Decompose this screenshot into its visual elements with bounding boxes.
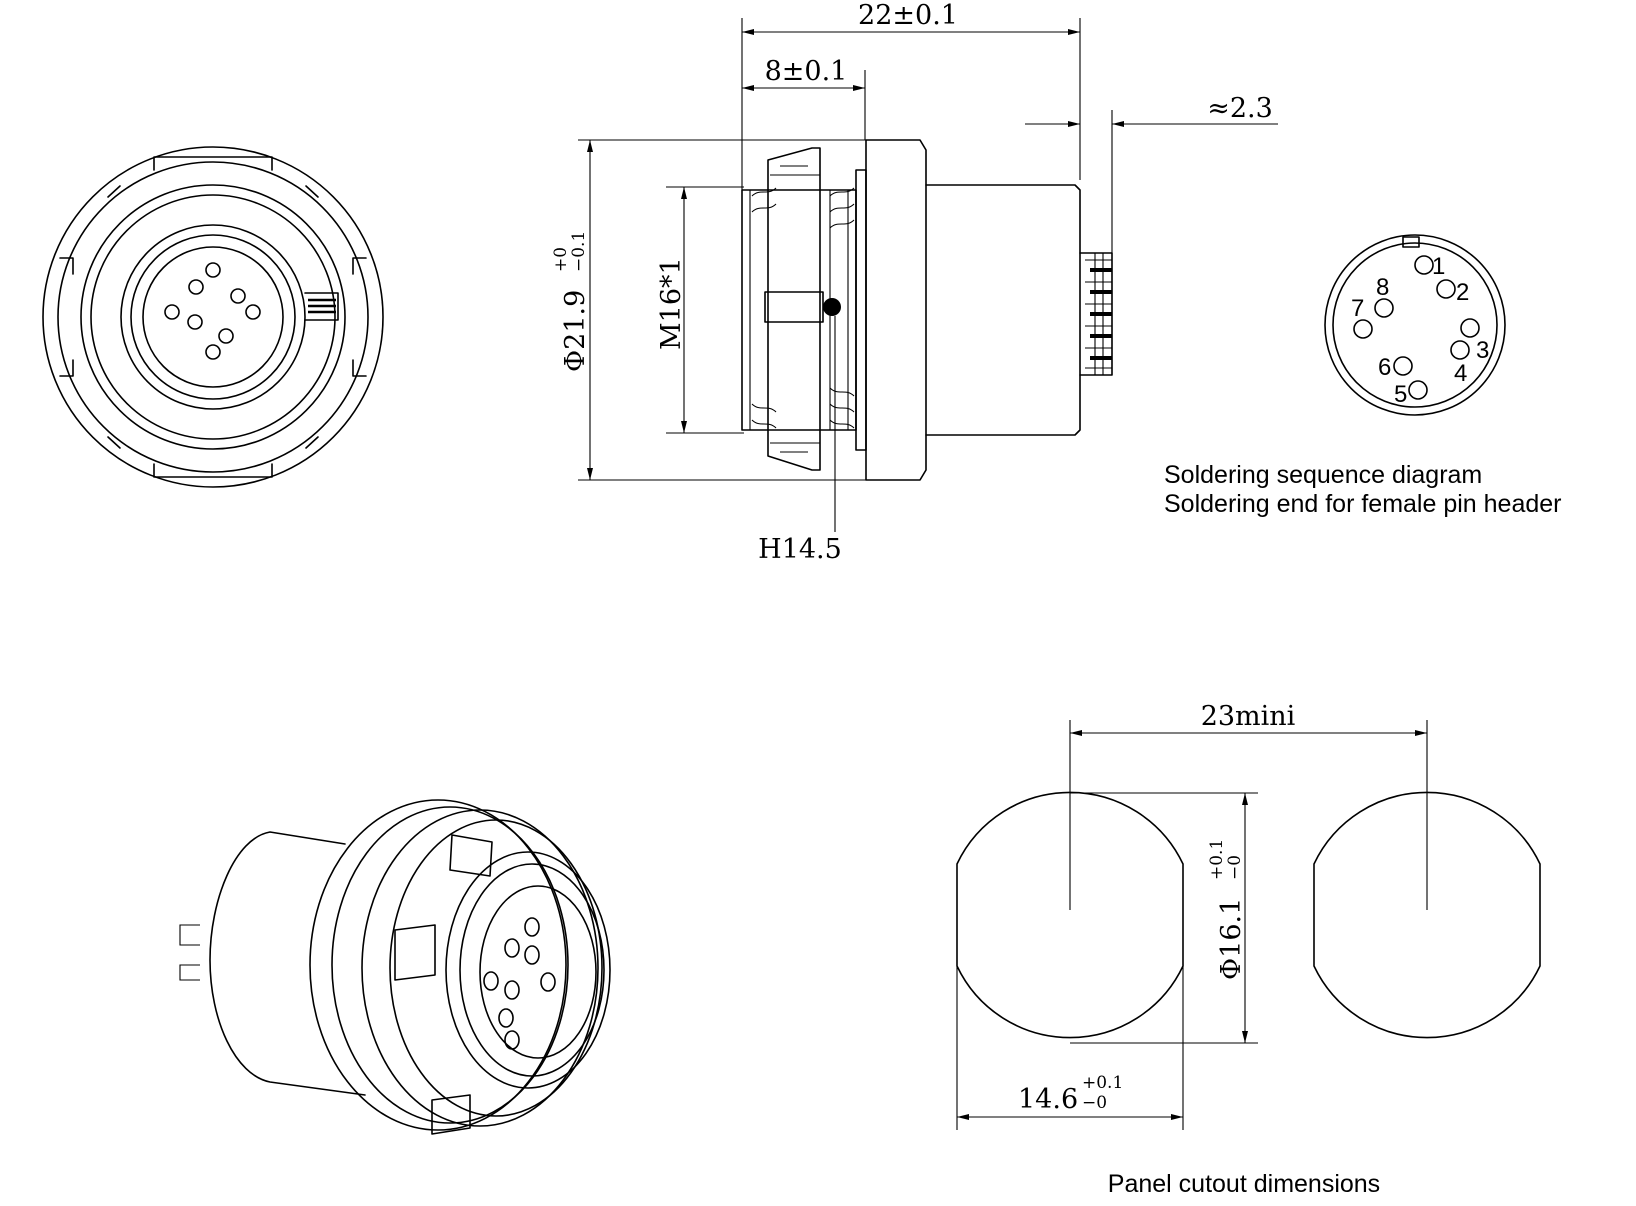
cutout-diameter-label: Φ16.1 — [1216, 898, 1247, 980]
pin-label-6: 6 — [1378, 354, 1391, 381]
overall-length-label: 22±0.1 — [858, 0, 958, 31]
pin-label-3: 3 — [1476, 337, 1489, 364]
soldering-caption-line1: Soldering sequence diagram — [1164, 461, 1482, 489]
panel-cutout-caption: Panel cutout dimensions — [1108, 1170, 1380, 1198]
soldering-view: 1 2 3 4 5 6 7 8 — [1324, 234, 1506, 416]
front-view — [42, 146, 384, 488]
thread-label: M16*1 — [656, 257, 687, 350]
side-view — [741, 139, 1113, 481]
outer-diameter-label: Φ21.9 — [560, 290, 591, 372]
isometric-view — [179, 799, 611, 1135]
pin-label-7: 7 — [1351, 295, 1364, 322]
cutout-diameter-tol-lower: −0 — [1225, 855, 1245, 880]
cutout-flat-tol-lower: −0 — [1082, 1093, 1107, 1113]
pin-label-1: 1 — [1432, 253, 1445, 280]
cutout-spacing-label: 23mini — [1201, 701, 1296, 732]
pin-label-5: 5 — [1394, 381, 1407, 408]
pin-label-2: 2 — [1456, 279, 1469, 306]
pin-label-4: 4 — [1454, 360, 1467, 387]
front-length-label: 8±0.1 — [765, 56, 848, 87]
panel-cutout — [956, 791, 1541, 1039]
cutout-flat-label: 14.6 — [1018, 1084, 1078, 1115]
nut-height-label: H14.5 — [758, 534, 842, 565]
cutout-diameter-tol-upper: +0.1 — [1207, 839, 1227, 880]
panel-cutout-dimensions: 23mini Φ16.1 +0.1 −0 14.6 +0.1 −0 — [956, 701, 1428, 1130]
cutout-flat-tol-upper: +0.1 — [1082, 1073, 1123, 1093]
pin-label-8: 8 — [1376, 274, 1389, 301]
soldering-caption-line2: Soldering end for female pin header — [1164, 490, 1562, 518]
outer-diameter-tol-upper: +0 — [551, 247, 571, 272]
outer-diameter-tol-lower: −0.1 — [569, 231, 589, 272]
side-view-dimensions: 22±0.1 8±0.1 ≈2.3 Φ21.9 +0 −0.1 M16*1 H1… — [551, 0, 1278, 565]
pin-protrusion-label: ≈2.3 — [1207, 93, 1273, 124]
